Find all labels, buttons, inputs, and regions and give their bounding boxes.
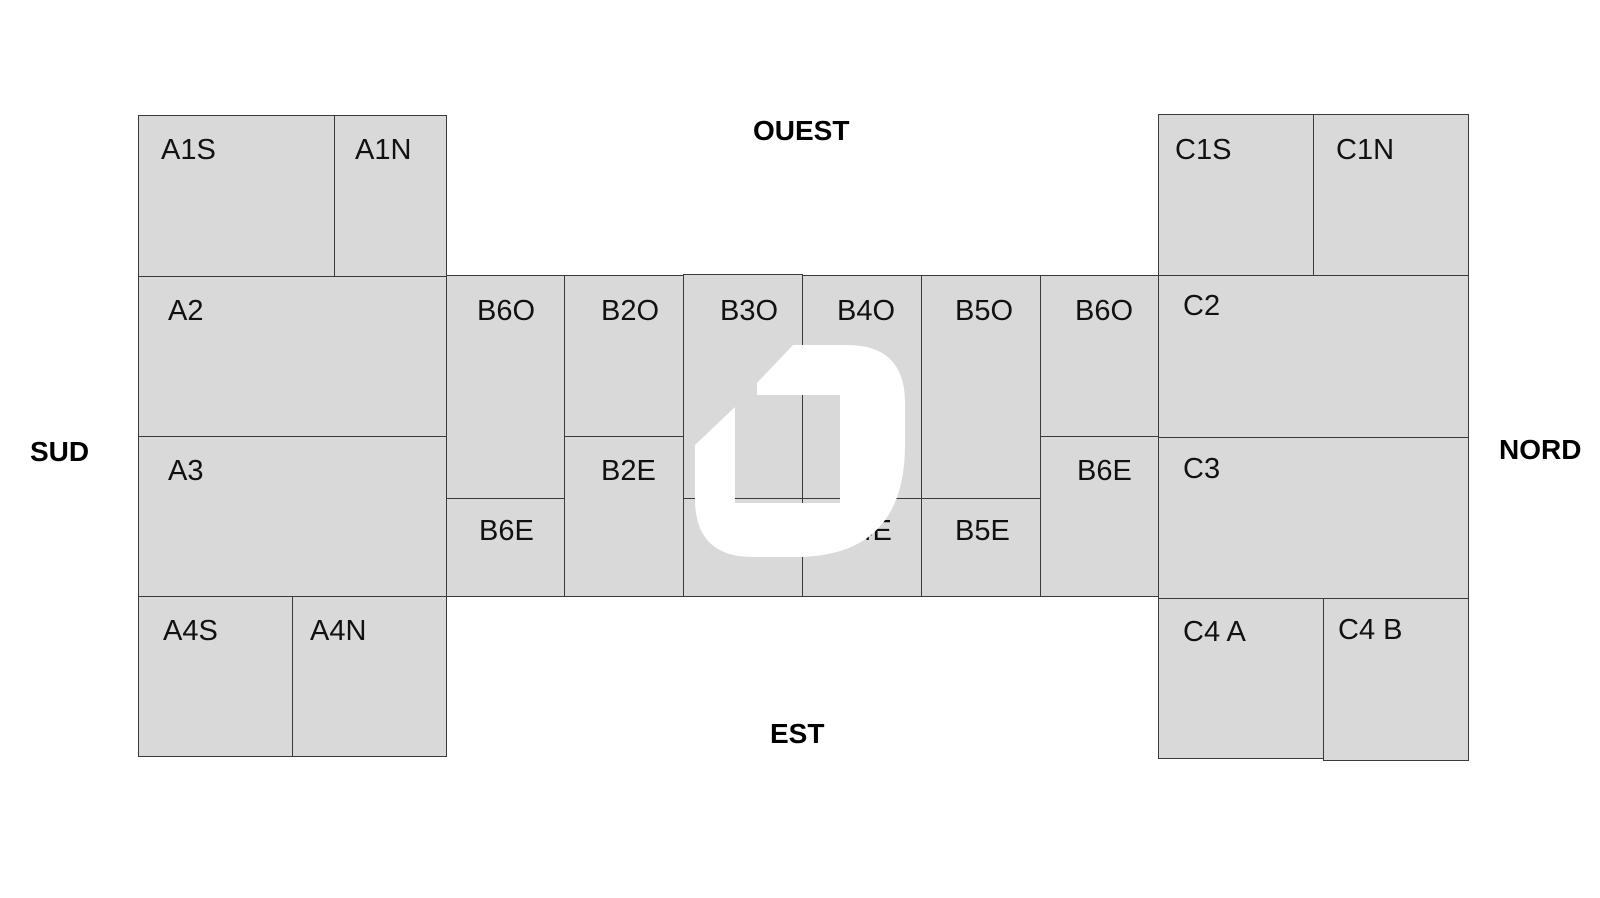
room-label: B6E [1077,455,1132,487]
room-b6e-right[interactable]: B6E [1040,436,1159,597]
room-label: B5O [955,295,1014,327]
room-c2[interactable]: C2 [1158,275,1469,438]
room-a1s[interactable]: A1S [138,115,335,277]
room-label: C3 [1183,453,1221,485]
room-a1n[interactable]: A1N [334,115,447,277]
room-b6e-left[interactable]: B6E [446,498,565,597]
room-label: B5E [955,515,1010,547]
room-label: A2 [168,295,204,327]
direction-north-label: NORD [1499,434,1582,465]
room-label: B6O [477,295,536,327]
room-label: C2 [1183,290,1221,322]
room-label: A1S [161,134,216,166]
room-label: B4O [837,295,896,327]
direction-east-label: EST [770,718,825,749]
room-label: A1N [355,134,412,166]
room-b2e[interactable]: B2E [564,436,684,597]
direction-west-label: OUEST [753,115,850,146]
room-b2o[interactable]: B2O [564,275,684,437]
room-b6o-left[interactable]: B6O [446,275,565,499]
room-label: B6O [1075,295,1134,327]
watermark-logo-svg [695,345,905,557]
room-label: C1N [1336,134,1395,166]
room-a4s[interactable]: A4S [138,596,293,757]
room-c4b[interactable]: C4 B [1323,598,1469,761]
room-label: B6E [479,515,534,547]
watermark-logo-icon [695,345,905,557]
room-c1s[interactable]: C1S [1158,114,1314,276]
room-a2[interactable]: A2 [138,276,447,437]
room-b5o[interactable]: B5O [921,275,1041,499]
room-label: C1S [1175,134,1232,166]
room-label: A4N [310,615,367,647]
room-label: B2E [601,455,656,487]
room-a4n[interactable]: A4N [292,596,447,757]
room-label: C4 B [1338,614,1403,646]
room-label: B3O [720,295,779,327]
logo-shape-outer [695,345,905,557]
room-label: C4 A [1183,616,1246,648]
room-label: B2O [601,295,660,327]
room-b6o-right[interactable]: B6O [1040,275,1159,437]
room-b5e[interactable]: B5E [921,498,1041,597]
room-c3[interactable]: C3 [1158,437,1469,599]
room-label: A3 [168,455,204,487]
room-c1n[interactable]: C1N [1313,114,1469,276]
direction-south-label: SUD [30,436,90,467]
room-c4a[interactable]: C4 A [1158,598,1324,759]
room-label: A4S [163,615,218,647]
room-a3[interactable]: A3 [138,436,447,597]
